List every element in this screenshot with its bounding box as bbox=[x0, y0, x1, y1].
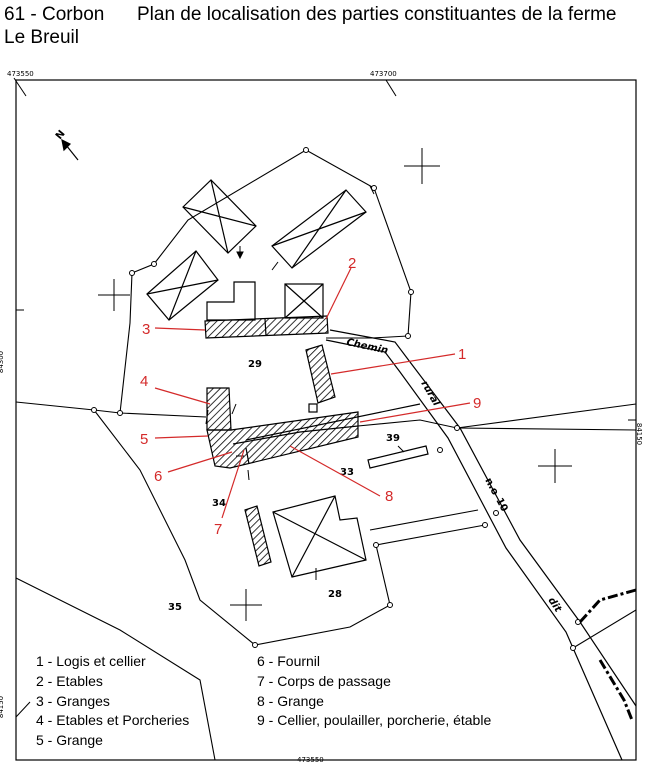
callout-3: 3 bbox=[142, 321, 150, 338]
existing-buildings bbox=[146, 179, 429, 578]
road-label-rural: rural bbox=[418, 379, 441, 409]
legend-item: 9 - Cellier, poulailler, porcherie, étab… bbox=[257, 712, 492, 729]
plot-34: 34 bbox=[212, 498, 226, 509]
grid-crosses bbox=[98, 148, 572, 621]
site-code: 61 - Corbon bbox=[4, 4, 105, 25]
coord-top-mid: 473700 bbox=[370, 70, 397, 78]
north-arrow-icon bbox=[61, 138, 79, 161]
page-title: Plan de localisation des parties constit… bbox=[137, 4, 617, 25]
road-label-dit: dit bbox=[546, 596, 564, 616]
boundary-markers bbox=[91, 147, 581, 651]
legend-item: 1 - Logis et cellier bbox=[36, 653, 146, 669]
plot-35: 35 bbox=[168, 602, 182, 613]
callout-4: 4 bbox=[140, 373, 148, 390]
marker-square bbox=[308, 403, 318, 413]
callout-9: 9 bbox=[473, 395, 481, 412]
legend-item: 7 - Corps de passage bbox=[257, 672, 391, 689]
callout-5: 5 bbox=[140, 431, 148, 448]
legend-item: 2 - Etables bbox=[36, 672, 103, 689]
legend-item: 6 - Fournil bbox=[257, 653, 321, 669]
site-name: Le Breuil bbox=[4, 27, 79, 48]
north-label: N bbox=[54, 128, 68, 141]
legend-left: 1 - Logis et cellier 2 - Etables 3 - Gra… bbox=[36, 652, 189, 751]
callout-8: 8 bbox=[385, 488, 393, 505]
callout-1: 1 bbox=[458, 346, 466, 363]
legend-item: 5 - Grange bbox=[36, 732, 103, 749]
callout-leaders bbox=[154, 267, 471, 519]
legend-item: 8 - Grange bbox=[257, 692, 324, 709]
callout-7: 7 bbox=[214, 521, 222, 538]
coord-top-left: 473550 bbox=[7, 70, 34, 78]
callout-2: 2 bbox=[348, 255, 356, 272]
plot-33: 33 bbox=[340, 467, 354, 478]
legend-item: 3 - Granges bbox=[36, 692, 110, 709]
farm-buildings-hatched bbox=[204, 315, 359, 567]
legend-right: 6 - Fournil 7 - Corps de passage 8 - Gra… bbox=[257, 652, 491, 731]
plot-28: 28 bbox=[328, 589, 342, 600]
plot-39: 39 bbox=[386, 433, 400, 444]
direction-arrows bbox=[205, 185, 405, 580]
plot-29: 29 bbox=[248, 359, 262, 370]
commune-boundary bbox=[578, 588, 637, 624]
callout-6: 6 bbox=[154, 468, 162, 485]
legend-item: 4 - Etables et Porcheries bbox=[36, 712, 190, 729]
road-label-no: n.o bbox=[482, 476, 500, 497]
grid-ticks bbox=[13, 77, 636, 718]
callout-numbers: 1 2 3 4 5 6 7 8 9 bbox=[140, 255, 481, 538]
